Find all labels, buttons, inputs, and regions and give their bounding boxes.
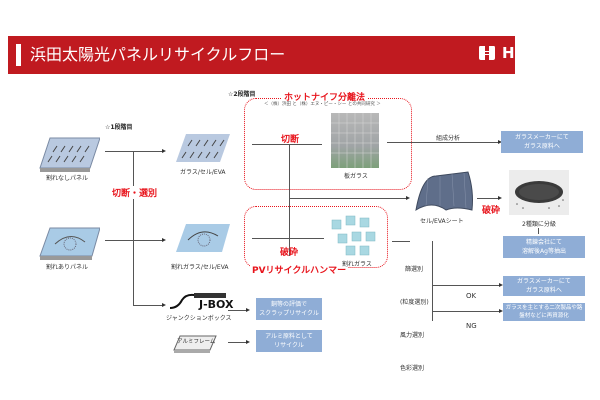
broken-glass-cell-eva-icon bbox=[176, 224, 230, 252]
title-banner bbox=[8, 36, 515, 74]
sort-method: (粒度選別) bbox=[400, 299, 429, 306]
hammer-process-label: 破砕 bbox=[280, 248, 299, 258]
ok-label: OK bbox=[466, 292, 477, 300]
flow-line bbox=[392, 241, 410, 242]
hammer-title: PVリサイクルハンマー bbox=[250, 263, 349, 276]
result-text: ガラスを主とする二次製品や路 bbox=[505, 305, 583, 311]
broken-glass-cell-eva-label: 割れガラス/セル/EVA bbox=[171, 264, 229, 271]
arrow-head-icon bbox=[499, 283, 503, 287]
flow-line bbox=[432, 285, 500, 286]
result-box-secondary: ガラスを主とする二次製品や路 盤材などに再資源化 bbox=[503, 303, 585, 321]
arrow-head-icon bbox=[162, 149, 166, 153]
hamada-logo-icon bbox=[479, 46, 495, 60]
glass-cell-eva-label: ガラス/セル/EVA bbox=[180, 169, 226, 176]
hotknife-title: ホットナイフ分離法 bbox=[282, 90, 368, 103]
stage1-label: ☆1段階目 bbox=[105, 124, 133, 131]
flow-line bbox=[133, 305, 163, 306]
broken-panel-icon bbox=[39, 227, 100, 260]
result-text: スクラップリサイクル bbox=[259, 310, 319, 317]
result-text: 盤材などに再資源化 bbox=[519, 313, 569, 319]
result-box-glass-maker-ok: ガラスメーカーにて ガラス原料へ bbox=[503, 276, 585, 296]
sort-method: 風力選別 bbox=[400, 332, 425, 339]
page-title: 浜田太陽光パネルリサイクルフロー bbox=[30, 45, 286, 64]
flow-line bbox=[289, 144, 290, 256]
brand-name: HAMADA bbox=[502, 44, 583, 62]
arrow-head-icon bbox=[499, 309, 503, 313]
result-text: アルミ原料として bbox=[265, 333, 313, 340]
flow-line bbox=[133, 151, 134, 305]
broken-glass-cubes-icon bbox=[331, 215, 376, 256]
sort-method: 色彩選別 bbox=[400, 365, 425, 372]
cell-eva-sheet-icon bbox=[415, 171, 473, 212]
arrow-head-icon bbox=[162, 238, 166, 242]
flow-line bbox=[387, 142, 499, 143]
arrow-head-icon bbox=[162, 303, 166, 307]
result-box-jbox: 銅等の評価で スクラップリサイクル bbox=[256, 298, 322, 320]
flow-line bbox=[252, 144, 322, 145]
jbox-label: J-BOX bbox=[199, 298, 234, 311]
result-box-glass-maker: ガラスメーカーにて ガラス原料へ bbox=[501, 131, 583, 153]
title-accent-bar bbox=[16, 44, 21, 66]
plate-glass-photo bbox=[331, 113, 379, 168]
flow-line bbox=[228, 310, 246, 311]
flow-line bbox=[289, 198, 407, 199]
result-text: 銅等の評価で bbox=[270, 301, 307, 308]
result-box-refinery: 精錬会社にて 溶解後Ag等抽出 bbox=[503, 236, 585, 258]
flow-line bbox=[105, 240, 163, 241]
crush-label: 破砕 bbox=[482, 206, 501, 216]
flow-line bbox=[538, 228, 539, 234]
arrow-head-icon bbox=[246, 340, 250, 344]
jbox-cable-icon bbox=[169, 293, 226, 309]
result-text: ガラスメーカーにて bbox=[517, 278, 571, 285]
flow-line bbox=[477, 198, 499, 199]
hotknife-note: ＜（株）浜田 と（株）エヌ・ピー・シー との共同研究 ＞ bbox=[264, 102, 381, 107]
intact-panel-icon bbox=[39, 137, 100, 172]
result-text: 精錬会社にて bbox=[525, 239, 562, 246]
broken-glass-label: 割れガラス bbox=[342, 261, 372, 268]
sort-method: 篩選別 bbox=[405, 266, 424, 273]
result-text: 溶解後Ag等抽出 bbox=[522, 248, 566, 255]
hotknife-process-label: 切断 bbox=[281, 135, 300, 145]
stage2-label: ☆2段階目 bbox=[228, 91, 256, 98]
result-text: リサイクル bbox=[274, 342, 304, 349]
brand-logo: HAMADA bbox=[478, 43, 583, 63]
cell-eva-sheet-label: セル/EVAシート bbox=[420, 218, 464, 225]
arrow-head-icon bbox=[498, 196, 502, 200]
flow-line bbox=[432, 241, 433, 321]
composition-analysis-label: 組成分析 bbox=[436, 135, 461, 142]
intact-panel-label: 割れなしパネル bbox=[46, 175, 89, 182]
flow-line bbox=[105, 151, 163, 152]
jbox-sublabel: ジャンクションボックス bbox=[166, 315, 232, 322]
ng-label: NG bbox=[466, 322, 477, 330]
sort-methods: 篩選別 (粒度選別) 風力選別 色彩選別 bbox=[400, 242, 429, 385]
result-text: ガラス原料へ bbox=[524, 143, 560, 150]
granules-photo bbox=[509, 170, 569, 215]
flow-line bbox=[252, 238, 324, 239]
result-text: ガラス原料へ bbox=[526, 287, 562, 294]
glass-cell-eva-icon bbox=[176, 134, 230, 162]
broken-panel-label: 割れありパネル bbox=[46, 264, 89, 271]
aluminum-frame-label: アルミフレーム bbox=[177, 339, 216, 345]
flow-line bbox=[432, 311, 500, 312]
aluminum-frame-icon bbox=[173, 335, 217, 353]
grid-pattern-icon bbox=[331, 113, 379, 168]
cut-sort-label: 切断・選別 bbox=[112, 186, 158, 199]
result-box-aluminum: アルミ原料として リサイクル bbox=[256, 330, 322, 352]
flow-line bbox=[228, 342, 246, 343]
separate-label: 2種類に分級 bbox=[522, 221, 556, 228]
arrow-head-icon bbox=[406, 196, 410, 200]
plate-glass-label: 板ガラス bbox=[344, 173, 368, 180]
result-text: ガラスメーカーにて bbox=[515, 134, 569, 141]
arrow-head-icon bbox=[498, 140, 502, 144]
arrow-head-icon bbox=[246, 308, 250, 312]
granules-icon bbox=[515, 181, 564, 209]
